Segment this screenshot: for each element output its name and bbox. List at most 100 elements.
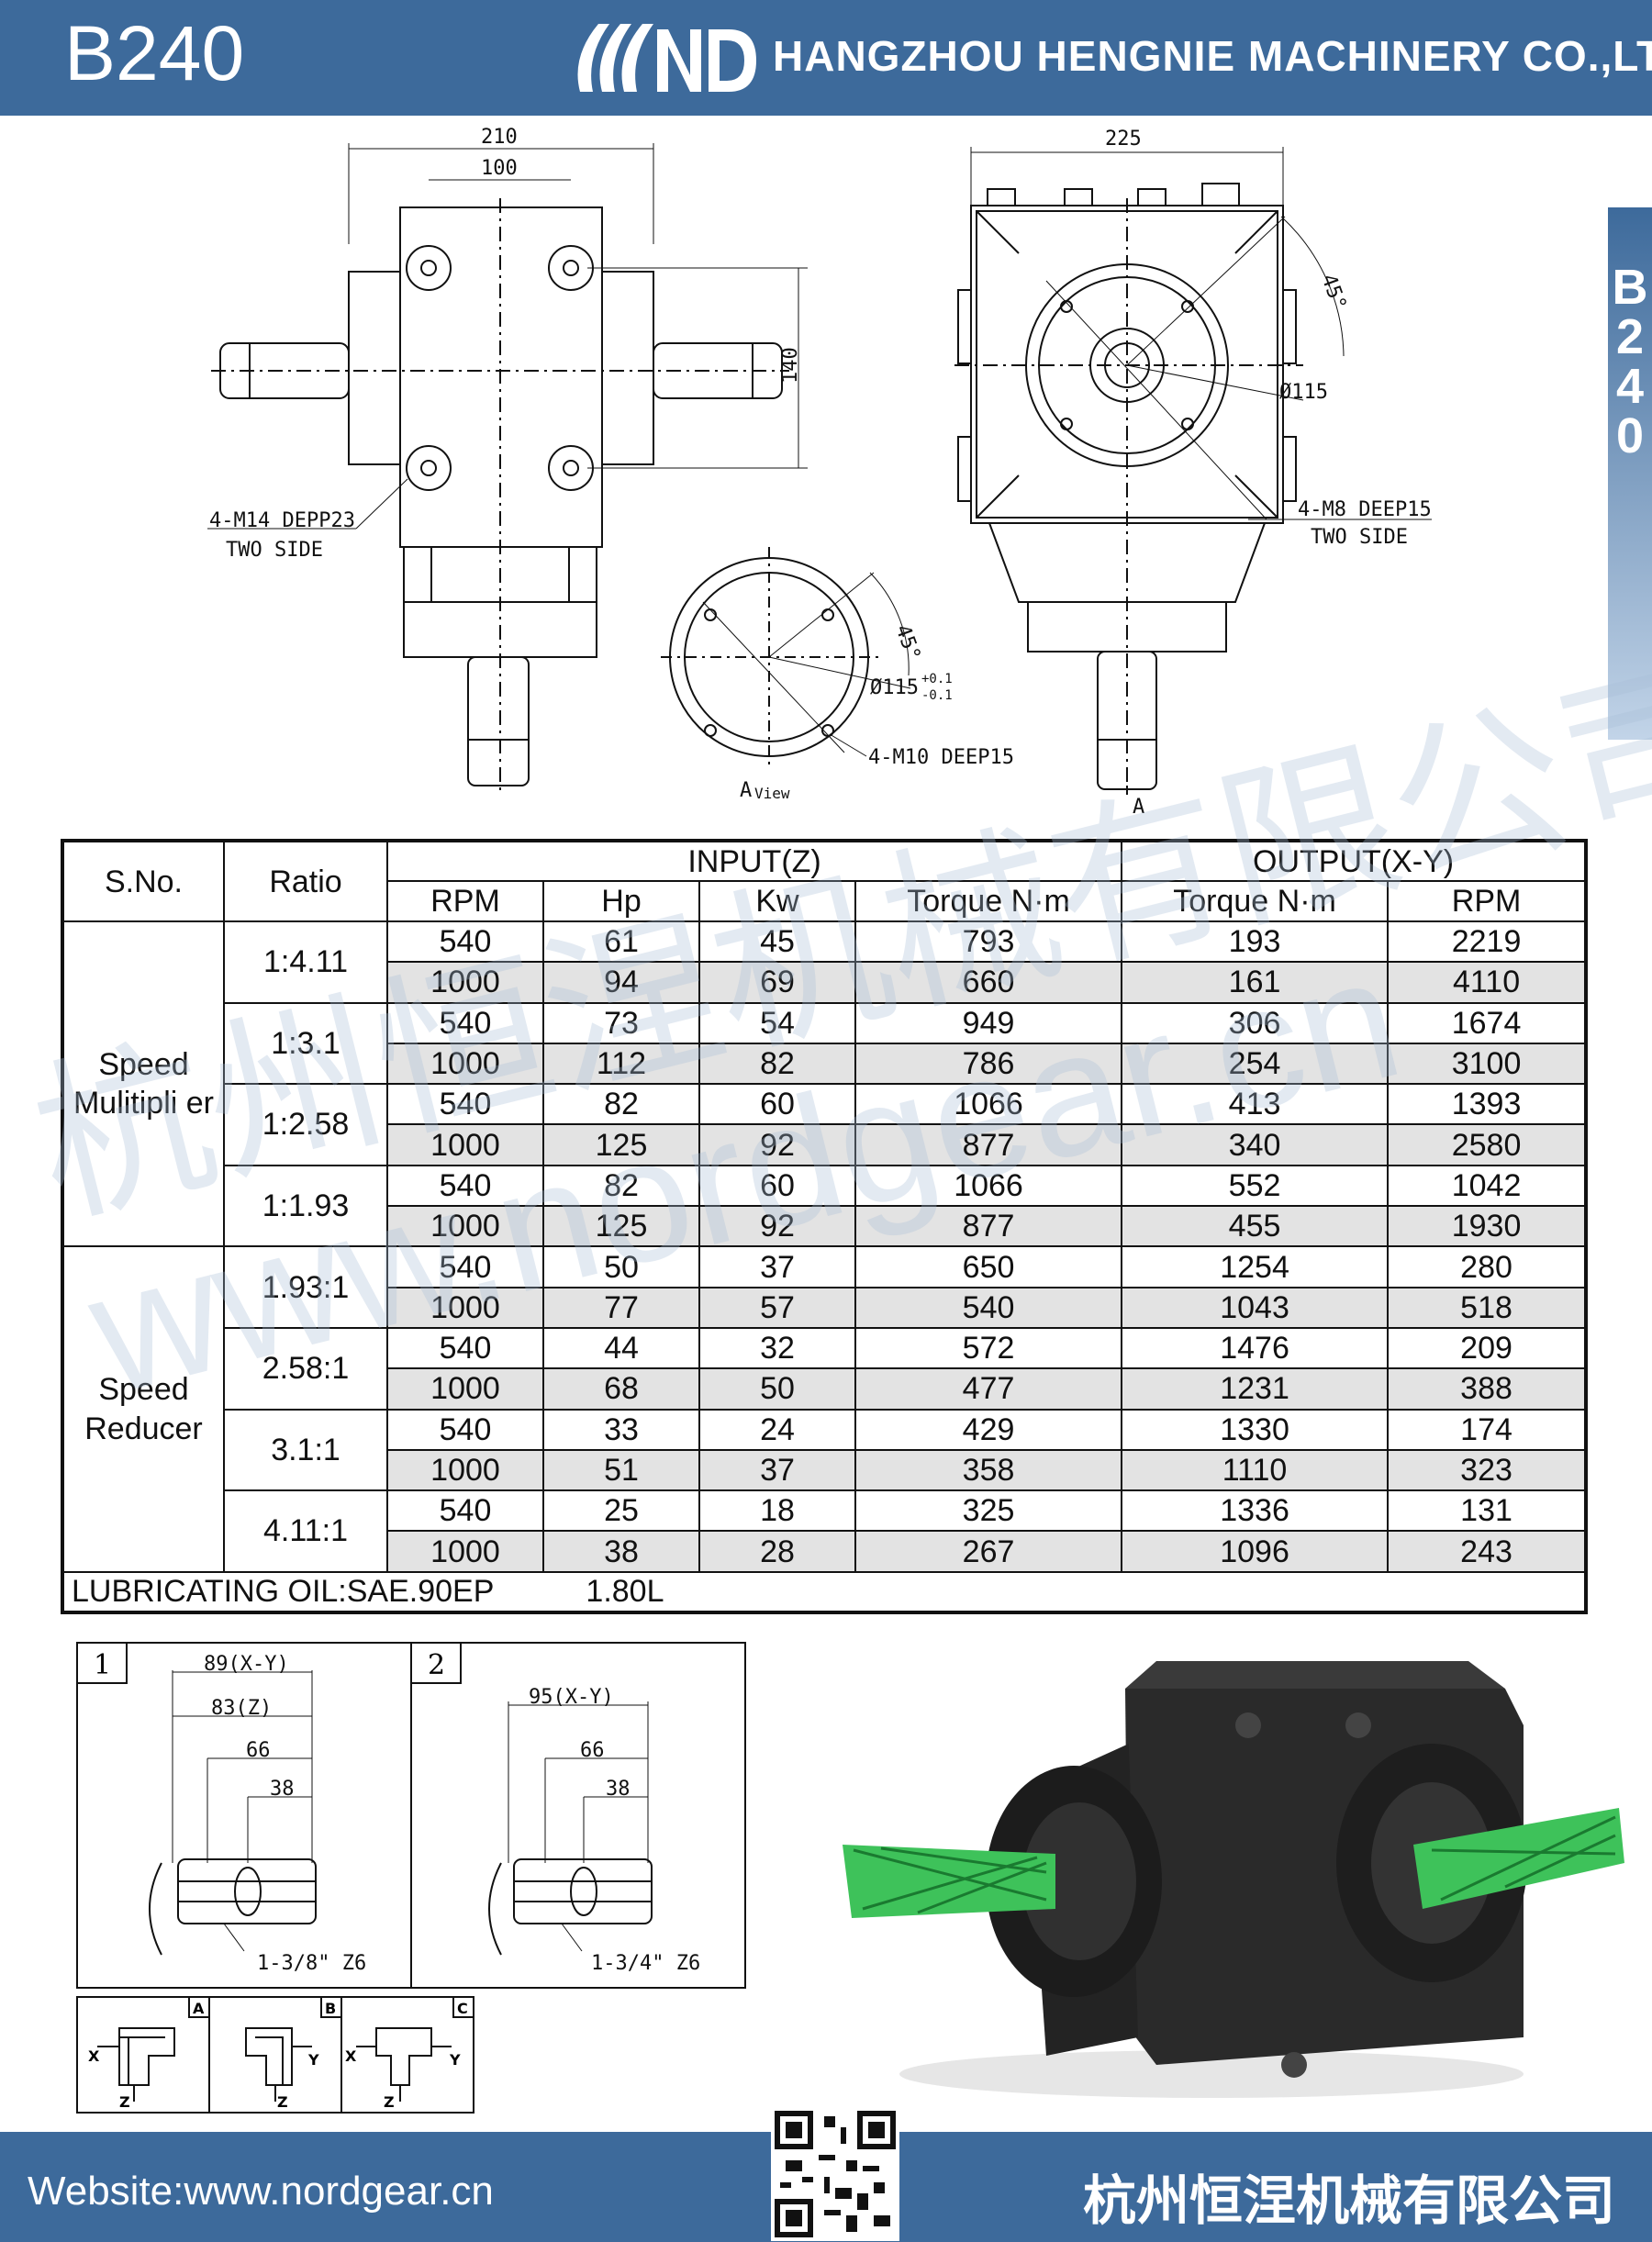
oil-volume: 1.80L — [586, 1574, 664, 1610]
view-label-view: View — [754, 785, 790, 802]
table-cell: 1043 — [1121, 1286, 1390, 1329]
config-diagrams — [76, 1996, 474, 2114]
table-cell: 54 — [698, 1001, 856, 1044]
qr-code[interactable] — [771, 2107, 899, 2241]
spec-table-body: S.No. Ratio INPUT(Z) OUTPUT(X-Y) RPM Hp … — [61, 840, 1588, 1613]
config-a-z: Z — [119, 2093, 130, 2111]
config-b-z: Z — [277, 2093, 288, 2111]
shaft1-dim-89: 89(X-Y) — [204, 1653, 289, 1676]
table-cell: 340 — [1121, 1123, 1390, 1166]
shaft-profile-2 — [488, 1701, 653, 1956]
table-cell: 650 — [854, 1245, 1123, 1288]
table-cell: 540 — [386, 1083, 544, 1126]
dim-210: 210 — [481, 126, 518, 149]
table-cell: 1330 — [1121, 1408, 1390, 1451]
shaft1-dim-66: 66 — [246, 1739, 271, 1762]
ratio-cell: 1:1.93 — [223, 1164, 388, 1248]
view-tol-minus: -0.1 — [921, 688, 953, 703]
table-cell: 38 — [542, 1530, 700, 1573]
dim-100: 100 — [481, 157, 518, 180]
table-cell: 540 — [386, 1326, 544, 1370]
shaft2-dim-95: 95(X-Y) — [529, 1686, 614, 1709]
table-cell: 1096 — [1121, 1530, 1390, 1573]
header-kw: Kw — [698, 880, 856, 922]
header-bar: B240 HANGZHOU HENGNIE MACHINERY CO.,LTD — [0, 0, 1652, 116]
table-cell: 44 — [542, 1326, 700, 1370]
technical-drawings: 210 100 140 4-M14 DEPP23 TWO SIDE — [207, 126, 1432, 819]
shaft-profile-1-num: 1 — [94, 1649, 111, 1681]
table-cell: 1000 — [386, 1042, 544, 1086]
side-tab-char: B — [1612, 260, 1648, 315]
table-cell: 112 — [542, 1042, 700, 1086]
table-cell: 306 — [1121, 1001, 1390, 1044]
gearbox-photo — [843, 1661, 1624, 2098]
shaft1-dim-38: 38 — [270, 1778, 295, 1801]
table-cell: 37 — [698, 1245, 856, 1288]
table-cell: 280 — [1387, 1245, 1588, 1288]
view-label-a: A — [740, 779, 752, 802]
side-tab-char: 0 — [1615, 408, 1645, 463]
table-cell: 786 — [854, 1042, 1123, 1086]
shaft2-spline-spec: 1-3/4" Z6 — [591, 1952, 700, 1975]
table-cell: 572 — [854, 1326, 1123, 1370]
footer-company-cn: 杭州恒涅机械有限公司 — [1082, 2169, 1615, 2232]
table-cell: 2580 — [1387, 1123, 1588, 1166]
side-view-drawing — [954, 147, 1432, 795]
ratio-cell: 1:2.58 — [223, 1083, 388, 1166]
table-cell: 413 — [1121, 1083, 1390, 1126]
table-cell: 540 — [386, 1164, 544, 1208]
note-m10: 4-M10 DEEP15 — [868, 746, 1014, 769]
shaft-profile-2-num: 2 — [428, 1649, 445, 1681]
header-hp: Hp — [542, 880, 700, 922]
table-cell: 877 — [854, 1123, 1123, 1166]
table-cell: 540 — [386, 1489, 544, 1533]
table-cell: 455 — [1121, 1205, 1390, 1248]
table-cell: 254 — [1121, 1042, 1390, 1086]
table-cell: 161 — [1121, 961, 1390, 1004]
table-cell: 1000 — [386, 1205, 544, 1248]
table-cell: 94 — [542, 961, 700, 1004]
side-tab-char: 2 — [1615, 309, 1645, 364]
config-c-y: Y — [449, 2051, 461, 2069]
config-a-x: X — [88, 2047, 100, 2065]
table-cell: 18 — [698, 1489, 856, 1533]
table-cell: 32 — [698, 1326, 856, 1370]
table-cell: 1476 — [1121, 1326, 1390, 1370]
footer-website[interactable]: Website:www.nordgear.cn — [28, 2169, 494, 2214]
spec-table: S.No. Ratio INPUT(Z) OUTPUT(X-Y) RPM Hp … — [61, 839, 1589, 1614]
table-cell: 50 — [698, 1367, 856, 1411]
ratio-cell: 1.93:1 — [223, 1245, 388, 1329]
view-dia-115: Ø115 — [870, 676, 919, 699]
table-cell: 25 — [542, 1489, 700, 1533]
view-angle-45: 45° — [890, 622, 924, 664]
header-rpm-out: RPM — [1387, 880, 1588, 922]
table-cell: 1336 — [1121, 1489, 1390, 1533]
table-cell: 24 — [698, 1408, 856, 1451]
table-cell: 37 — [698, 1448, 856, 1492]
header-torque-in: Torque N·m — [854, 880, 1123, 922]
table-cell: 174 — [1387, 1408, 1588, 1451]
company-logo — [577, 24, 756, 92]
table-cell: 77 — [542, 1286, 700, 1329]
table-cell: 325 — [854, 1489, 1123, 1533]
table-cell: 540 — [854, 1286, 1123, 1329]
group-label: Speed Reducer — [61, 1245, 225, 1573]
table-cell: 323 — [1387, 1448, 1588, 1492]
config-c-x: X — [345, 2047, 357, 2065]
model-title: B240 — [64, 10, 245, 96]
table-cell: 1000 — [386, 1367, 544, 1411]
shaft1-dim-83: 83(Z) — [211, 1697, 272, 1720]
dim-140: 140 — [779, 347, 802, 384]
table-cell: 540 — [386, 1408, 544, 1451]
config-c-tag: C — [457, 2000, 468, 2017]
header-ratio: Ratio — [223, 840, 388, 922]
table-cell: 540 — [386, 1001, 544, 1044]
a-view-drawing — [661, 547, 911, 767]
